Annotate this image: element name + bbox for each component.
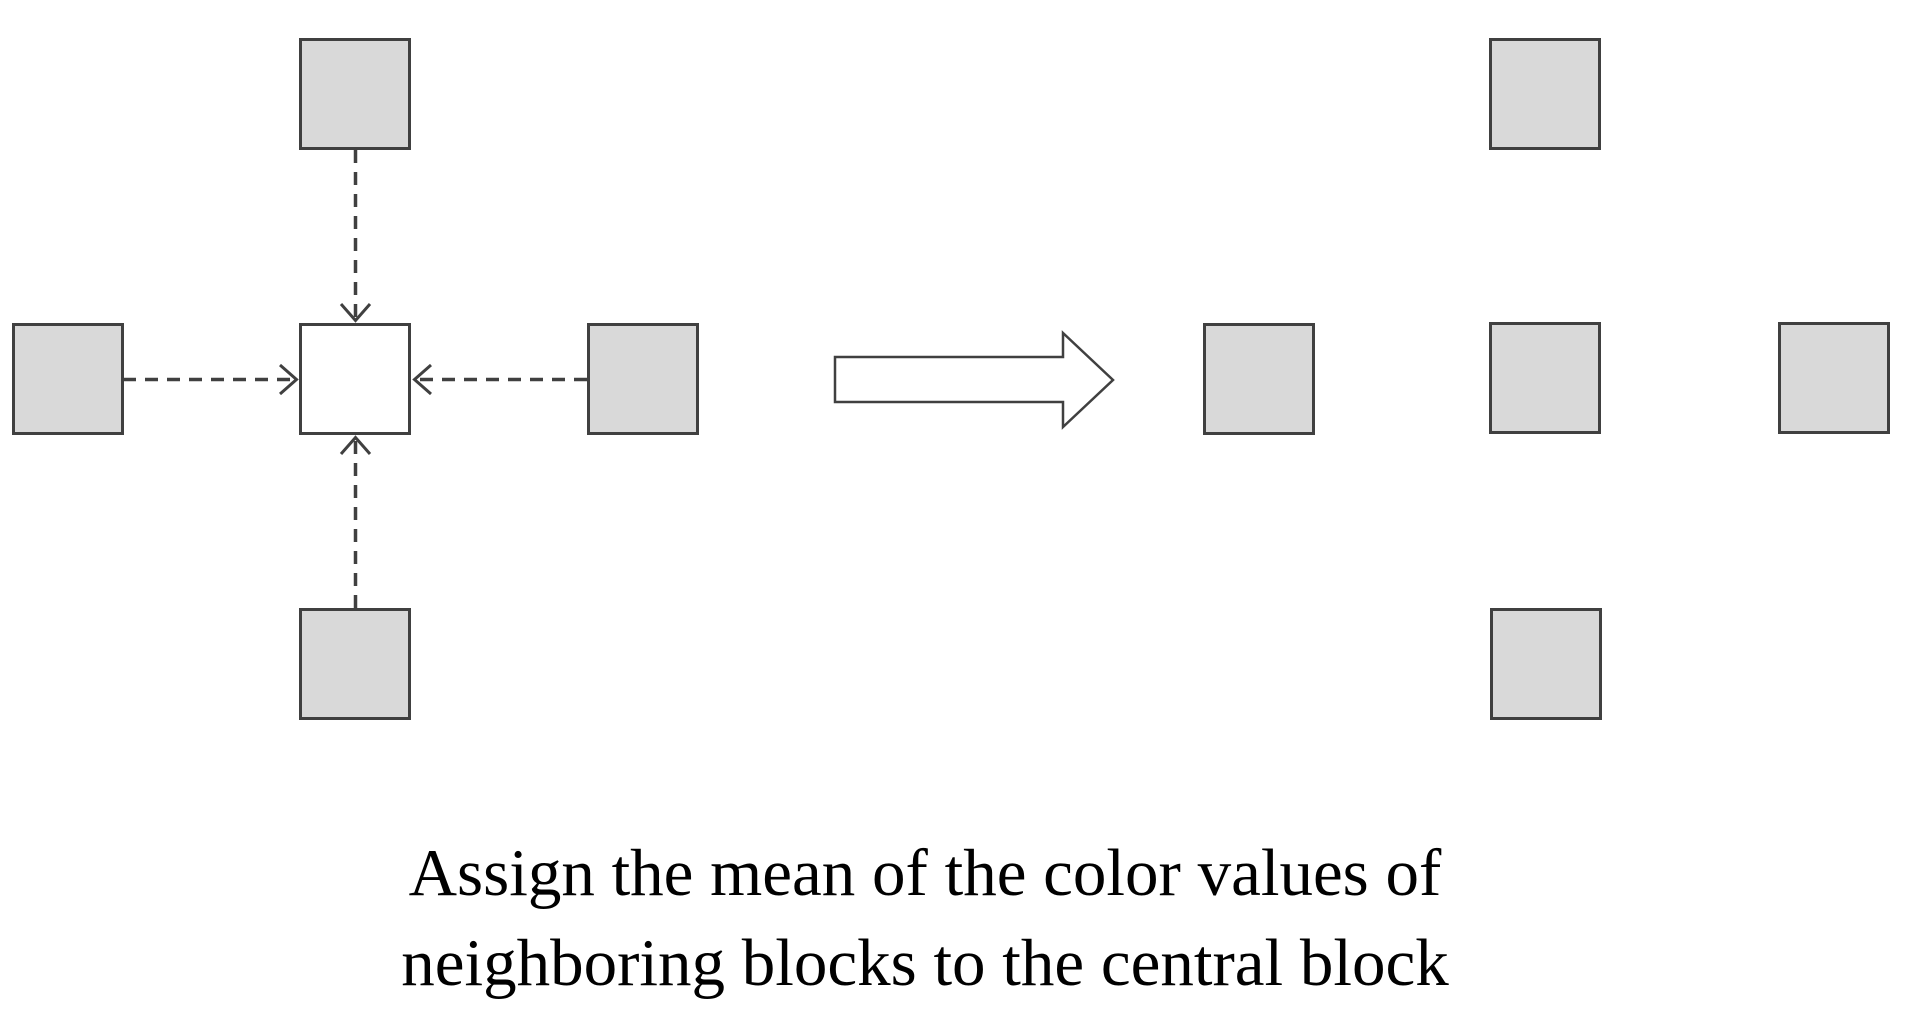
result-block-bottom bbox=[1490, 608, 1602, 720]
dashed-arrow-from-right-icon bbox=[412, 363, 587, 396]
result-block-right bbox=[1778, 322, 1890, 434]
source-block-left bbox=[12, 323, 124, 435]
source-block-right bbox=[587, 323, 699, 435]
dashed-arrow-from-top-icon bbox=[339, 150, 372, 323]
result-center-block bbox=[1489, 322, 1601, 434]
result-block-top bbox=[1489, 38, 1601, 150]
dashed-arrow-from-bottom-icon bbox=[339, 435, 372, 608]
result-block-left bbox=[1203, 323, 1315, 435]
caption-line-1: Assign the mean of the color values of bbox=[408, 836, 1442, 910]
caption-line-2: neighboring blocks to the central block bbox=[401, 926, 1449, 1000]
figure-caption: Assign the mean of the color values of n… bbox=[0, 828, 1850, 1008]
source-block-top bbox=[299, 38, 411, 150]
dashed-arrow-from-left-icon bbox=[123, 363, 299, 396]
right-arrow-icon bbox=[833, 330, 1115, 430]
source-block-bottom bbox=[299, 608, 411, 720]
source-center-block bbox=[299, 323, 411, 435]
